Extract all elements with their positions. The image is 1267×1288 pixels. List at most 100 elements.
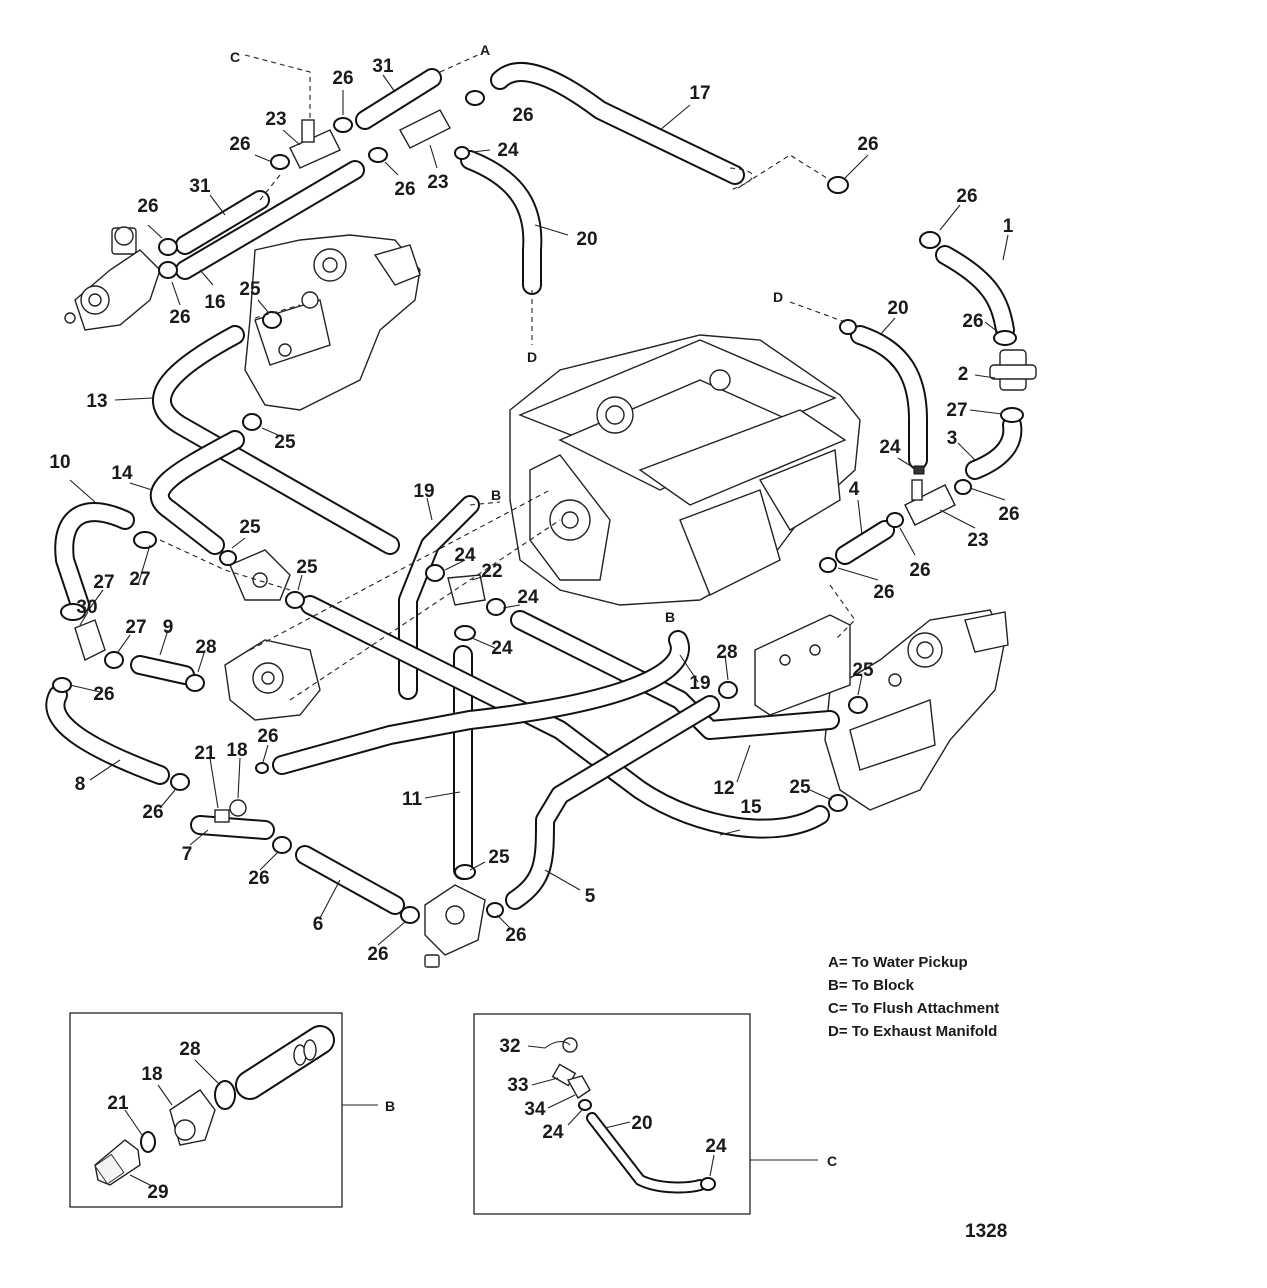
inset-b: B 28 18 21 29 [69,1012,395,1208]
inset-b-letter: B [385,1098,395,1114]
inset-b-callout-18: 18 [141,1064,162,1085]
callout-25: 25 [488,847,510,868]
engine-block-illustration [509,334,861,606]
letter-a: A [480,42,490,58]
fittings [74,109,1037,823]
callout-26: 26 [169,307,190,328]
right-exhaust-manifold [824,609,1009,811]
callout-25: 25 [239,517,261,538]
callout-22: 22 [481,561,502,582]
callout-26: 26 [93,684,114,705]
callout-26: 26 [857,134,878,155]
callout-26: 26 [505,925,526,946]
inset-c-frame [473,1013,751,1215]
callout-26: 26 [367,944,388,965]
inset-c-callout-20: 20 [631,1113,652,1134]
letter-labels: C A D D B B [230,42,783,625]
callout-26: 26 [137,196,158,217]
callout-23: 23 [265,109,286,130]
callout-5: 5 [585,886,596,907]
callout-26: 26 [909,560,930,581]
thermostat-housing [64,226,161,331]
inset-c-callout-24: 24 [705,1136,727,1157]
letter-b: B [491,487,501,503]
callout-3: 3 [947,428,958,449]
callout-19: 19 [413,481,434,502]
inset-c-letter: C [827,1153,837,1169]
seawater-pump [224,639,321,721]
callout-21: 21 [194,743,216,764]
callout-31: 31 [372,56,394,77]
callout-1: 1 [1003,216,1014,237]
inset-c-callout-32: 32 [499,1036,520,1057]
callout-26: 26 [512,105,533,126]
callout-24: 24 [491,638,513,659]
legend: A= To Water Pickup B= To Block C= To Flu… [828,954,999,1040]
callout-24: 24 [497,140,519,161]
callout-30: 30 [76,597,97,618]
callout-17: 17 [689,83,710,104]
callout-16: 16 [204,292,225,313]
callout-6: 6 [313,914,324,935]
callout-27: 27 [129,569,150,590]
letter-d: D [773,289,783,305]
callout-23: 23 [427,172,448,193]
callout-2: 2 [958,364,969,385]
callout-26: 26 [873,582,894,603]
callout-14: 14 [111,463,133,484]
fitting-21 [214,809,230,823]
tee-23-right [904,484,956,526]
callout-13: 13 [86,391,107,412]
callout-25: 25 [852,660,874,681]
callout-27: 27 [125,617,146,638]
inset-c-callout-34: 34 [524,1099,546,1120]
callout-26: 26 [394,179,415,200]
callout-11: 11 [402,789,423,810]
inset-b-callout-29: 29 [147,1182,168,1203]
figure-number: 1328 [965,1221,1007,1242]
callout-28: 28 [195,637,216,658]
callout-20: 20 [887,298,908,319]
callout-numbers: 31 26 23 26 26 24 23 26 17 26 26 1 31 26… [49,56,1019,965]
inset-b-callout-21: 21 [107,1093,129,1114]
callout-19: 19 [689,673,710,694]
dashed-connection-lines [159,54,856,701]
hoses [45,62,1023,915]
letter-c: C [230,49,240,65]
callout-31: 31 [189,176,211,197]
letter-d: D [527,349,537,365]
inset-b-frame [69,1012,343,1208]
callout-12: 12 [713,778,734,799]
callout-27: 27 [93,572,114,593]
callout-8: 8 [75,774,86,795]
callout-25: 25 [239,279,261,300]
callout-9: 9 [163,617,174,638]
callout-24: 24 [454,545,476,566]
inset-c: C 32 33 34 24 20 24 [473,1013,837,1215]
callout-26: 26 [142,802,163,823]
callout-27: 27 [946,400,967,421]
callout-26: 26 [998,504,1019,525]
callout-26: 26 [229,134,250,155]
heat-exchanger-cover [754,614,851,716]
callout-18: 18 [226,740,247,761]
callout-24: 24 [879,437,901,458]
callout-23: 23 [967,530,988,551]
letter-b: B [665,609,675,625]
callout-25: 25 [274,432,296,453]
callout-26: 26 [332,68,353,89]
inset-c-callout-24: 24 [542,1122,564,1143]
callout-4: 4 [849,479,860,500]
fitting-18 [229,799,247,817]
lower-tee-fitting [424,884,486,968]
inset-b-callout-28: 28 [179,1039,200,1060]
tee-23-upper-left [289,129,341,169]
fitting-22 [447,574,486,606]
callout-26: 26 [956,186,977,207]
inset-c-callout-33: 33 [507,1075,528,1096]
tee-23-upper-right [399,109,451,149]
callout-26: 26 [962,311,983,332]
legend-b: B= To Block [828,977,915,994]
callout-24: 24 [517,587,539,608]
